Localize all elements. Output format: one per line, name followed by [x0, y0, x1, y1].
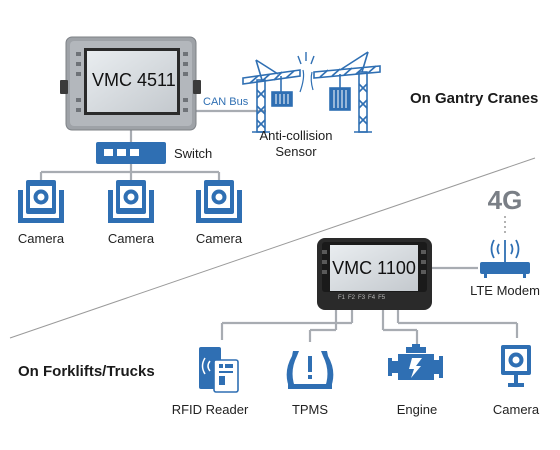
anti-collision-sensor-label: Anti-collision Sensor: [259, 128, 333, 159]
camera-icon: [18, 180, 64, 223]
section-title-cranes: On Gantry Cranes: [410, 90, 539, 107]
vmc4511-screen-label: VMC 4511: [92, 70, 176, 90]
rfid-icon: [199, 347, 239, 393]
switch-label: Switch: [174, 146, 213, 161]
vmc1100-device: [317, 238, 432, 310]
tpms-icon: [286, 351, 334, 389]
vmc1100-function-keys: F1 F2 F3 F4 F5: [338, 295, 385, 301]
function-key: F2: [348, 295, 356, 301]
can-bus-label: CAN Bus: [203, 96, 249, 108]
section-divider: [9, 157, 536, 339]
function-key: F3: [358, 295, 366, 301]
tpms-label: TPMS: [291, 402, 329, 417]
connector-lines: [39, 109, 519, 344]
vmc1100-screen-label: VMC 1100: [332, 258, 416, 278]
engine-icon: [388, 344, 443, 380]
switch-icon: [96, 142, 166, 164]
camera-label: Camera: [17, 231, 65, 246]
vmc4511-device: [60, 36, 201, 131]
network-4g-label: 4G: [487, 185, 523, 215]
camera-label: Camera: [195, 231, 243, 246]
camera-icon: [501, 345, 531, 387]
camera-label: Camera: [107, 231, 155, 246]
function-key: F5: [378, 295, 386, 301]
antenna-icon: [490, 239, 520, 262]
engine-label: Engine: [396, 402, 438, 417]
rfid-reader-label: RFID Reader: [171, 402, 249, 417]
camera-icon: [108, 180, 154, 223]
function-key: F1: [338, 295, 346, 301]
camera-label: Camera: [492, 402, 540, 417]
modem-icon: [480, 262, 530, 278]
lte-modem-label: LTE Modem: [470, 283, 540, 298]
camera-icon: [196, 180, 242, 223]
function-key: F4: [368, 295, 376, 301]
crane-icon: [242, 51, 381, 133]
section-title-forklifts: On Forklifts/Trucks: [18, 363, 155, 380]
